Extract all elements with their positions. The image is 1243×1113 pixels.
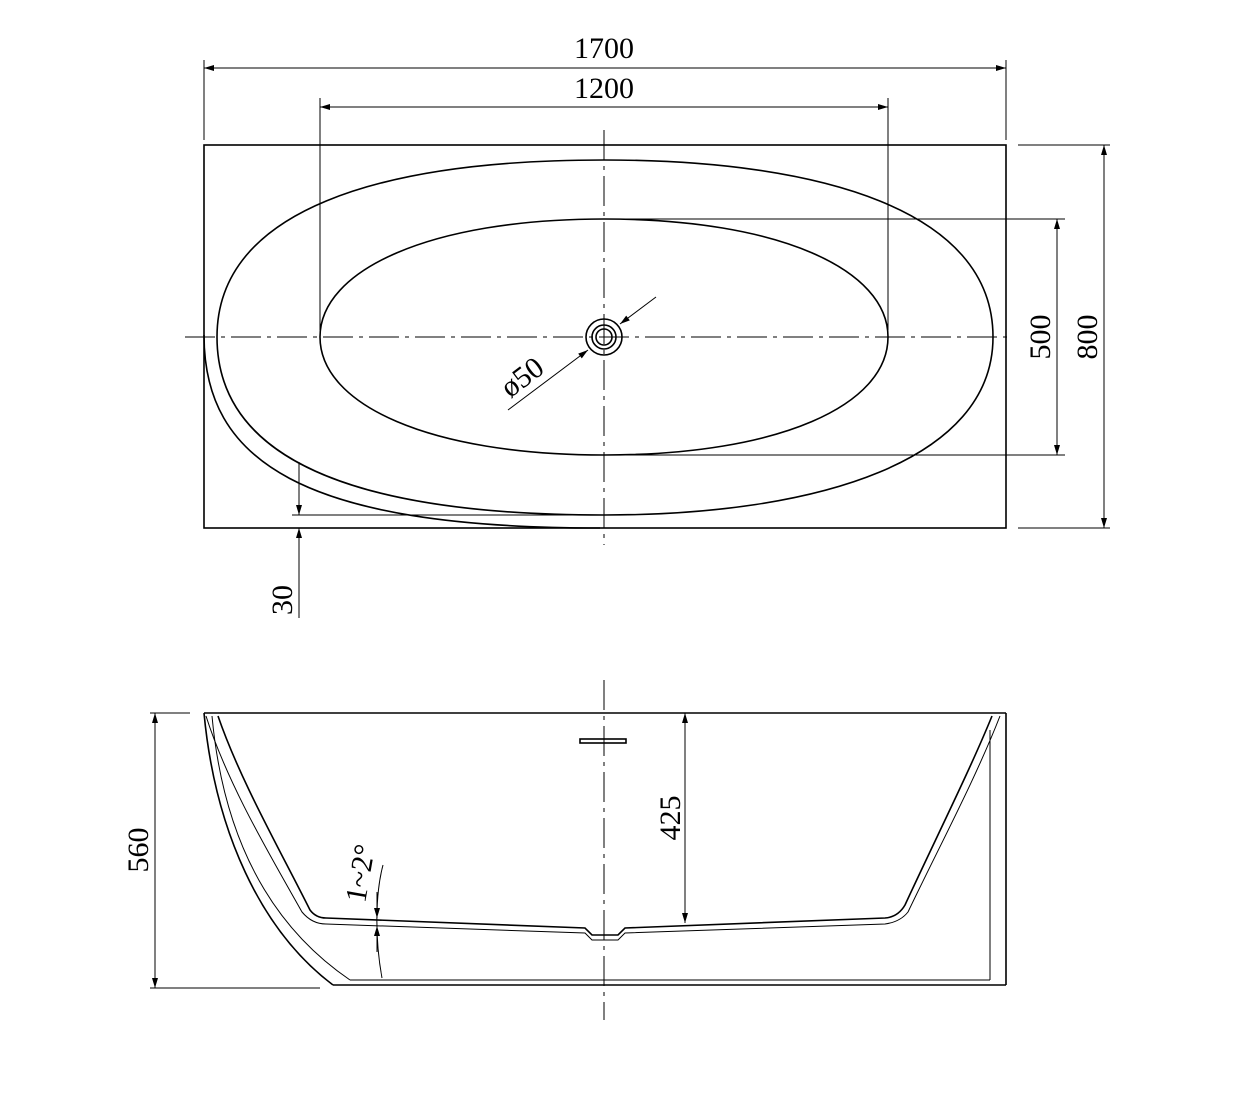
- overflow-icon: [579, 738, 627, 744]
- side-view: 560 425 1~2°: [122, 680, 1007, 1020]
- dimension-drain-b: [619, 296, 657, 325]
- basin-inner-profile: [217, 715, 993, 936]
- label-500: 500: [1024, 315, 1057, 360]
- label-slope: 1~2°: [339, 842, 382, 905]
- dimension-drain-a: [507, 349, 589, 411]
- label-800: 800: [1071, 315, 1104, 360]
- slope-arc: [376, 864, 384, 979]
- label-drain-diameter: ø50: [494, 351, 550, 404]
- label-30: 30: [266, 585, 299, 615]
- label-1200: 1200: [574, 72, 634, 105]
- outer-side-curve: [203, 712, 334, 986]
- label-560: 560: [122, 828, 155, 873]
- label-1700: 1700: [574, 32, 634, 65]
- label-425: 425: [654, 796, 687, 841]
- drain-icon: [585, 318, 623, 356]
- top-view: 1700 1200 500 800 30 ø50: [185, 32, 1110, 618]
- outer-shell-curve: [203, 334, 601, 529]
